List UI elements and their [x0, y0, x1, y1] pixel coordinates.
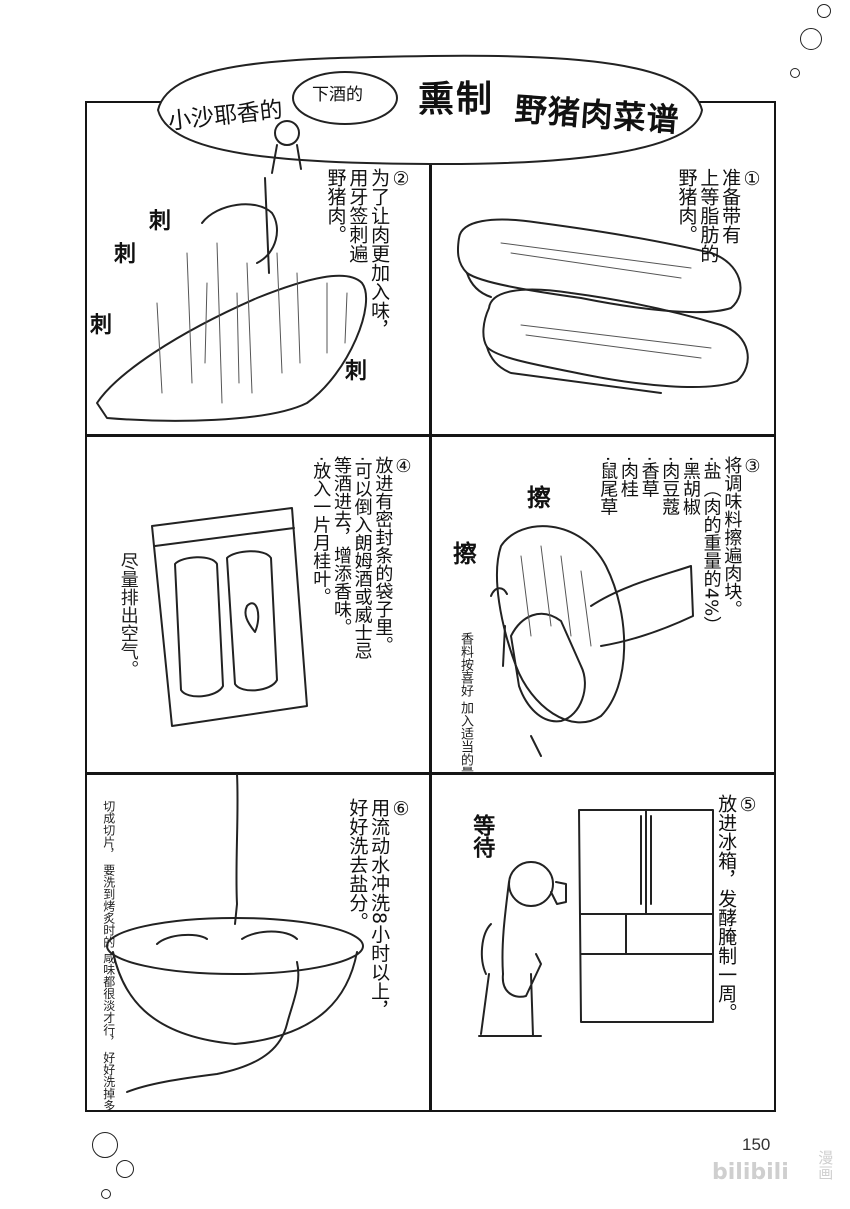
rinsing-bowl-illustration — [106, 774, 364, 1093]
air-note: 尽量排出空气。 — [117, 552, 139, 678]
panel-step-6: 切成切片， 要洗到烤炙时的 咸味都很淡才行， 好好洗掉多余的盐分。 ⑥ 用流动水… — [87, 774, 429, 1110]
step-text-line: 放进有密封条的袋子里。 — [372, 456, 394, 654]
sfx-stab: 刺 — [114, 242, 137, 267]
step-text-line: ·黑胡椒 — [679, 456, 701, 516]
bubble-decoration — [101, 1189, 111, 1199]
step-text-line: ·肉桂 — [617, 456, 639, 498]
step-text-line: 上等脂肪的 — [697, 168, 720, 263]
spice-note: 香料按喜好 加入适当的量。 — [457, 632, 473, 772]
boar-meat-illustration — [457, 218, 749, 394]
step-text-line: 准备带有 — [719, 168, 742, 244]
watermark-label: 漫画 — [816, 1150, 835, 1180]
page-number: 150 — [742, 1135, 771, 1154]
rubbing-meat-illustration — [490, 525, 694, 757]
bubble-decoration — [92, 1132, 118, 1158]
banner-outline — [157, 54, 703, 166]
panel-step-5: 等待 ⑤ 放进冰箱，发酵腌制一周。 — [431, 774, 774, 1110]
step-text-line: ① — [741, 168, 763, 190]
title-part-side: 下酒的 — [312, 85, 363, 105]
panel-divider — [85, 772, 776, 775]
step-text-line: 等酒进去，增添香味。 — [330, 456, 352, 636]
step-text-line: ·盐（肉的重量的4%） — [700, 456, 722, 635]
panel-divider — [85, 434, 776, 437]
step-text-line: 用牙签刺遍 — [346, 168, 369, 263]
panel-step-3: 擦 擦 ③ 将调味料擦遍肉块。 ·盐（肉的重量的4%） ·黑胡椒 ·肉豆蔻 ·香… — [431, 436, 774, 772]
bubble-decoration — [116, 1160, 134, 1178]
step-text-line: ·放入一片月桂叶。 — [310, 456, 332, 606]
title-banner: 小沙耶香的 下酒的 熏制 野猪肉菜谱 — [150, 40, 710, 175]
bubble-decoration — [817, 4, 831, 18]
note-line: 切成切片， — [101, 800, 116, 860]
step-text-line: 用流动水冲洗8小时以上， — [368, 798, 391, 1020]
panel-step-1: ① 准备带有 上等脂肪的 野猪肉。 — [431, 103, 774, 434]
sfx-rub: 擦 — [527, 484, 551, 512]
step-text-line: ③ — [742, 456, 763, 477]
step-text-line: 野猪肉。 — [324, 168, 347, 244]
step-2-text: ② 为了让肉更加入味， 用牙签刺遍 野猪肉。 — [324, 168, 412, 413]
panel-step-4: 尽量排出空气。 ④ 放进有密封条的袋子里。 ·可以倒入朗姆酒或威士忌 等酒进去，… — [87, 436, 429, 772]
note-line: 好好洗掉多余的盐分。 — [102, 1051, 116, 1110]
step-text-line: ·肉豆蔻 — [659, 456, 681, 516]
step-text-line: 为了让肉更加入味， — [368, 168, 391, 339]
step-text-line: 野猪肉。 — [675, 168, 698, 244]
step-text-line: 好好洗去盐分。 — [346, 798, 369, 931]
step-text-line: ⑤ — [737, 794, 759, 816]
bubble-decoration — [790, 68, 800, 78]
step-4-text: ④ 放进有密封条的袋子里。 ·可以倒入朗姆酒或威士忌 等酒进去，增添香味。 ·放… — [310, 456, 414, 756]
step-text-line: ⑥ — [390, 798, 412, 820]
slice-note: 切成切片， 要洗到烤炙时的 咸味都很淡才行， 好好洗掉多余的盐分。 — [101, 800, 116, 1110]
step-text-line: 将调味料擦遍肉块。 — [721, 456, 743, 618]
sfx-stab: 刺 — [90, 313, 113, 338]
sfx-wait: 等待 — [469, 814, 494, 858]
step-text-line: 放进冰箱，发酵腌制一周。 — [715, 794, 738, 1022]
bilibili-comics-watermark: bilibili 漫画 — [712, 1144, 840, 1200]
sfx-stab: 刺 — [149, 209, 172, 234]
sealed-bag-illustration — [151, 507, 308, 727]
watermark-brand: bilibili — [712, 1160, 789, 1185]
fridge-wait-illustration — [478, 809, 714, 1037]
step-text-line: ·鼠尾草 — [597, 456, 619, 516]
step-text-line: ④ — [393, 456, 414, 477]
step-text-line: ·香草 — [638, 456, 660, 498]
note-line: 尽量排出空气。 — [117, 552, 139, 678]
note-line: 咸味都很淡才行， — [101, 951, 116, 1048]
step-text-line: ·可以倒入朗姆酒或威士忌 — [351, 456, 373, 660]
step-text-line: ② — [390, 168, 412, 190]
title-part-smoked: 熏制 — [418, 79, 495, 120]
stabbing-meat-illustration — [96, 120, 367, 422]
sfx-rub: 擦 — [453, 540, 477, 568]
sfx-stab: 刺 — [345, 359, 368, 384]
sfx-wait-text: 等待 — [469, 814, 495, 858]
note-line: 加入适当的量。 — [457, 701, 473, 772]
bubble-decoration — [800, 28, 822, 50]
panel-step-2: 刺 刺 刺 刺 ② 为了让肉更加入味， 用牙签刺遍 野猪肉。 — [87, 103, 429, 434]
panel-divider — [429, 101, 432, 1112]
step-5-text: ⑤ 放进冰箱，发酵腌制一周。 — [714, 794, 759, 1094]
note-line: 香料按喜好 — [457, 632, 473, 697]
step-3-text: ③ 将调味料擦遍肉块。 ·盐（肉的重量的4%） ·黑胡椒 ·肉豆蔻 ·香草 ·肉… — [597, 456, 763, 756]
step-6-text: ⑥ 用流动水冲洗8小时以上， 好好洗去盐分。 — [345, 798, 412, 1098]
step-1-text: ① 准备带有 上等脂肪的 野猪肉。 — [675, 168, 763, 418]
note-line: 要洗到烤炙时的 — [101, 863, 116, 948]
